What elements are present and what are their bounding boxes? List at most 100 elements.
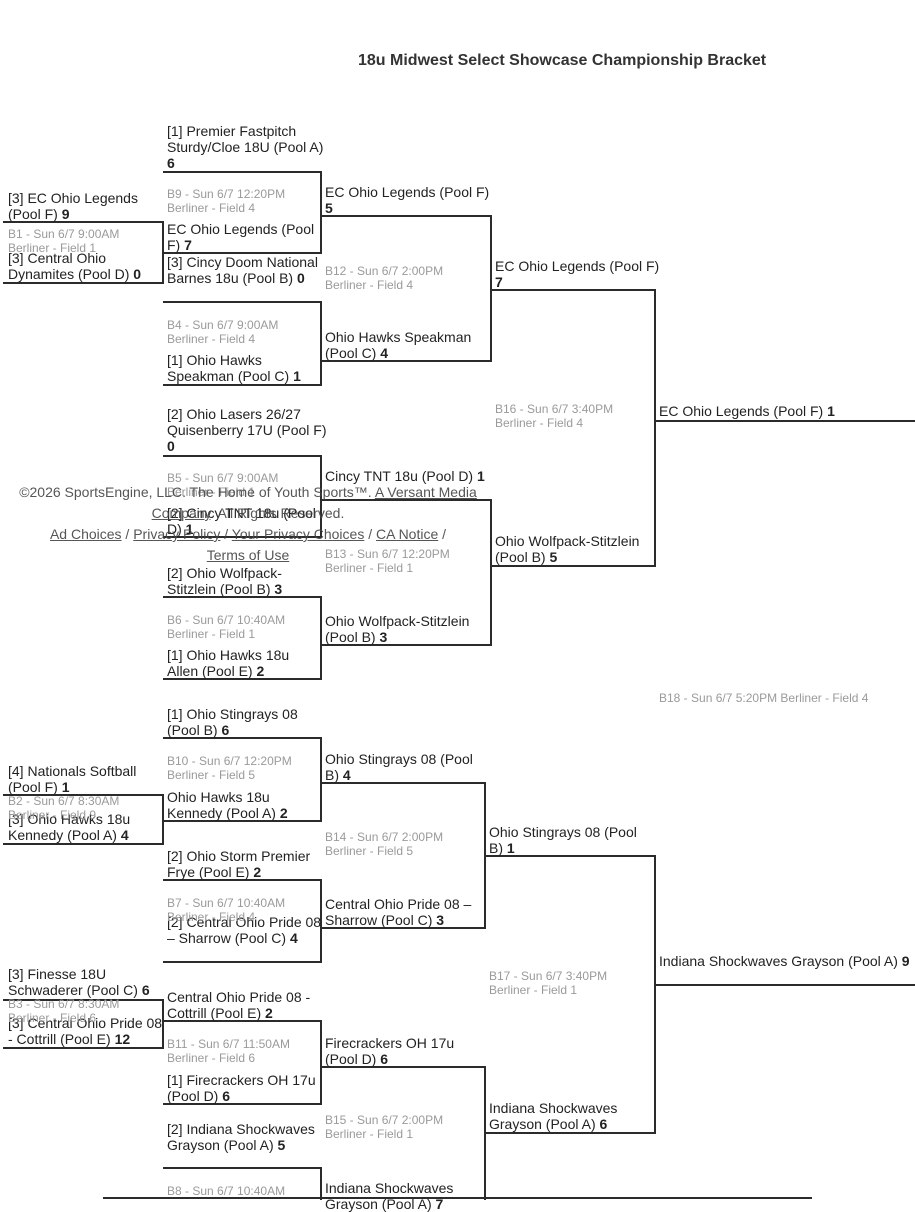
team-entry[interactable]: EC Ohio Legends (Pool F) 7 (495, 258, 660, 290)
team-entry[interactable]: Ohio Stingrays 08 (Pool B) 1 (489, 824, 654, 856)
team-entry[interactable]: Indiana Shockwaves Grayson (Pool A) 9 (659, 953, 915, 969)
team-name: [3] EC Ohio Legends (Pool F) (8, 190, 138, 222)
team-entry[interactable]: Ohio Hawks Speakman (Pool C) 4 (325, 329, 490, 361)
team-name: [1] Premier Fastpitch Sturdy/Cloe 18U (P… (167, 123, 324, 155)
team-score: 0 (133, 266, 142, 282)
team-entry[interactable]: [3] Cincy Doom National Barnes 18u (Pool… (167, 254, 322, 286)
team-name: Indiana Shockwaves Grayson (Pool A) (325, 1180, 454, 1212)
team-name: [3] Central Ohio Pride 08 - Cottrill (Po… (8, 1015, 163, 1047)
team-entry[interactable]: [3] Ohio Hawks 18u Kennedy (Pool A) 4 (8, 811, 163, 843)
team-name: [1] Ohio Stingrays 08 (Pool B) (167, 706, 298, 738)
team-entry[interactable]: [1] Ohio Hawks 18u Allen (Pool E) 2 (167, 647, 322, 679)
team-name: [2] Ohio Storm Premier Frye (Pool E) (167, 848, 311, 880)
site-footer: ©2026 SportsEngine, LLC. The Home of You… (8, 482, 488, 566)
link-separator: / (364, 526, 376, 542)
team-score: 4 (342, 767, 351, 783)
ca-notice-link[interactable]: CA Notice (376, 526, 439, 542)
team-name: Central Ohio Pride 08 – Sharrow (Pool C) (325, 896, 472, 928)
team-name: Cincy TNT 18u (Pool D) (325, 468, 474, 484)
team-entry[interactable]: [2] Ohio Storm Premier Frye (Pool E) 2 (167, 848, 327, 880)
team-entry[interactable]: EC Ohio Legends (Pool F) 7 (167, 221, 322, 253)
team-entry[interactable]: [1] Premier Fastpitch Sturdy/Cloe 18U (P… (167, 123, 327, 171)
game-time: B15 - Sun 6/7 2:00PM (325, 1113, 444, 1127)
team-entry[interactable]: Central Ohio Pride 08 – Sharrow (Pool C)… (325, 896, 490, 928)
team-name: [1] Ohio Hawks 18u Allen (Pool E) (167, 647, 290, 679)
game-field: Berliner - Field 4 (325, 278, 414, 292)
team-entry[interactable]: [3] Central Ohio Pride 08 - Cottrill (Po… (8, 1015, 168, 1047)
game-field: Berliner - Field 5 (325, 844, 414, 858)
team-entry[interactable]: [1] Firecrackers OH 17u (Pool D) 6 (167, 1072, 322, 1104)
team-entry[interactable]: Indiana Shockwaves Grayson (Pool A) 6 (489, 1100, 654, 1132)
game-time: B2 - Sun 6/7 8:30AM (8, 794, 120, 808)
team-score: 5 (549, 549, 558, 565)
team-entry[interactable]: Central Ohio Pride 08 - Cottrill (Pool E… (167, 989, 327, 1021)
team-entry[interactable]: Indiana Shockwaves Grayson (Pool A) 7 (325, 1180, 490, 1212)
team-name: [3] Central Ohio Dynamites (Pool D) (8, 250, 130, 282)
ad-choices-link[interactable]: Ad Choices (49, 526, 122, 542)
team-name: [2] Ohio Wolfpack-Stitzlein (Pool B) (167, 565, 282, 597)
team-score: 7 (184, 237, 192, 253)
team-entry[interactable]: [2] Cincy TNT 18u (Pool D) 1 (167, 505, 322, 537)
team-entry[interactable]: [3] EC Ohio Legends (Pool F) 9 (8, 190, 163, 222)
team-entry[interactable]: [2] Central Ohio Pride 08 – Sharrow (Poo… (167, 914, 322, 946)
team-entry[interactable]: [1] Ohio Stingrays 08 (Pool B) 6 (167, 706, 322, 738)
game-info[interactable]: B8 - Sun 6/7 10:40AM (167, 1184, 285, 1198)
team-score: 6 (599, 1116, 608, 1132)
team-entry[interactable]: [2] Indiana Shockwaves Grayson (Pool A) … (167, 1121, 322, 1153)
team-score: 3 (274, 581, 283, 597)
team-score: 0 (167, 438, 175, 454)
bracket-title: 18u Midwest Select Showcase Championship… (358, 52, 767, 69)
team-entry[interactable]: Firecrackers OH 17u (Pool D) 6 (325, 1035, 490, 1067)
team-entry[interactable]: Ohio Hawks 18u Kennedy (Pool A) 2 (167, 789, 322, 821)
privacy-policy-link[interactable]: Privacy Policy (133, 526, 221, 542)
team-entry[interactable]: [2] Ohio Lasers 26/27 Quisenberry 17U (P… (167, 406, 327, 454)
team-score: 3 (379, 629, 388, 645)
team-score: 7 (435, 1196, 444, 1212)
team-entry[interactable]: [1] Ohio Hawks Speakman (Pool C) 1 (167, 352, 322, 384)
copyright-text: ©2026 SportsEngine, LLC. The Home of You… (19, 484, 375, 500)
team-entry[interactable]: [2] Ohio Wolfpack-Stitzlein (Pool B) 3 (167, 565, 322, 597)
game-info[interactable]: B18 - Sun 6/7 5:20PM Berliner - Field 4 (659, 691, 868, 705)
team-score: 6 (167, 155, 175, 171)
team-entry[interactable]: EC Ohio Legends (Pool F) 1 (659, 403, 909, 419)
team-entry[interactable]: [3] Finesse 18U Schwaderer (Pool C) 6 (8, 966, 168, 998)
team-score: 9 (61, 206, 70, 222)
game-field: Berliner - Field 4 (167, 332, 256, 346)
team-name: [4] Nationals Softball (Pool F) (8, 763, 137, 795)
game-field: Berliner - Field 4 (495, 416, 584, 430)
your-privacy-choices-link[interactable]: Your Privacy Choices (231, 526, 365, 542)
team-entry[interactable]: [4] Nationals Softball (Pool F) 1 (8, 763, 163, 795)
team-entry[interactable]: Cincy TNT 18u (Pool D) 1 (325, 468, 490, 484)
team-entry[interactable]: [3] Central Ohio Dynamites (Pool D) 0 (8, 250, 163, 282)
team-score: 2 (279, 805, 288, 821)
game-time: B1 - Sun 6/7 9:00AM (8, 227, 120, 241)
versant-link[interactable]: A Versant Media Company (151, 484, 477, 521)
team-entry[interactable]: EC Ohio Legends (Pool F) 5 (325, 184, 490, 216)
team-name: [3] Cincy Doom National Barnes 18u (Pool… (167, 254, 318, 286)
rights-text: . All Rights Reserved. (210, 505, 345, 521)
game-field: Berliner - Field 1 (325, 1127, 414, 1141)
team-score: 4 (289, 930, 298, 946)
team-entry[interactable]: Ohio Wolfpack-Stitzlein (Pool B) 3 (325, 613, 490, 645)
team-entry[interactable]: Ohio Wolfpack-Stitzlein (Pool B) 5 (495, 533, 660, 565)
game-time: B18 - Sun 6/7 5:20PM Berliner - Field 4 (659, 691, 869, 705)
team-entry[interactable]: Ohio Stingrays 08 (Pool B) 4 (325, 751, 490, 783)
team-score: 5 (277, 1137, 286, 1153)
terms-of-use-link[interactable]: Terms of Use (206, 547, 290, 563)
